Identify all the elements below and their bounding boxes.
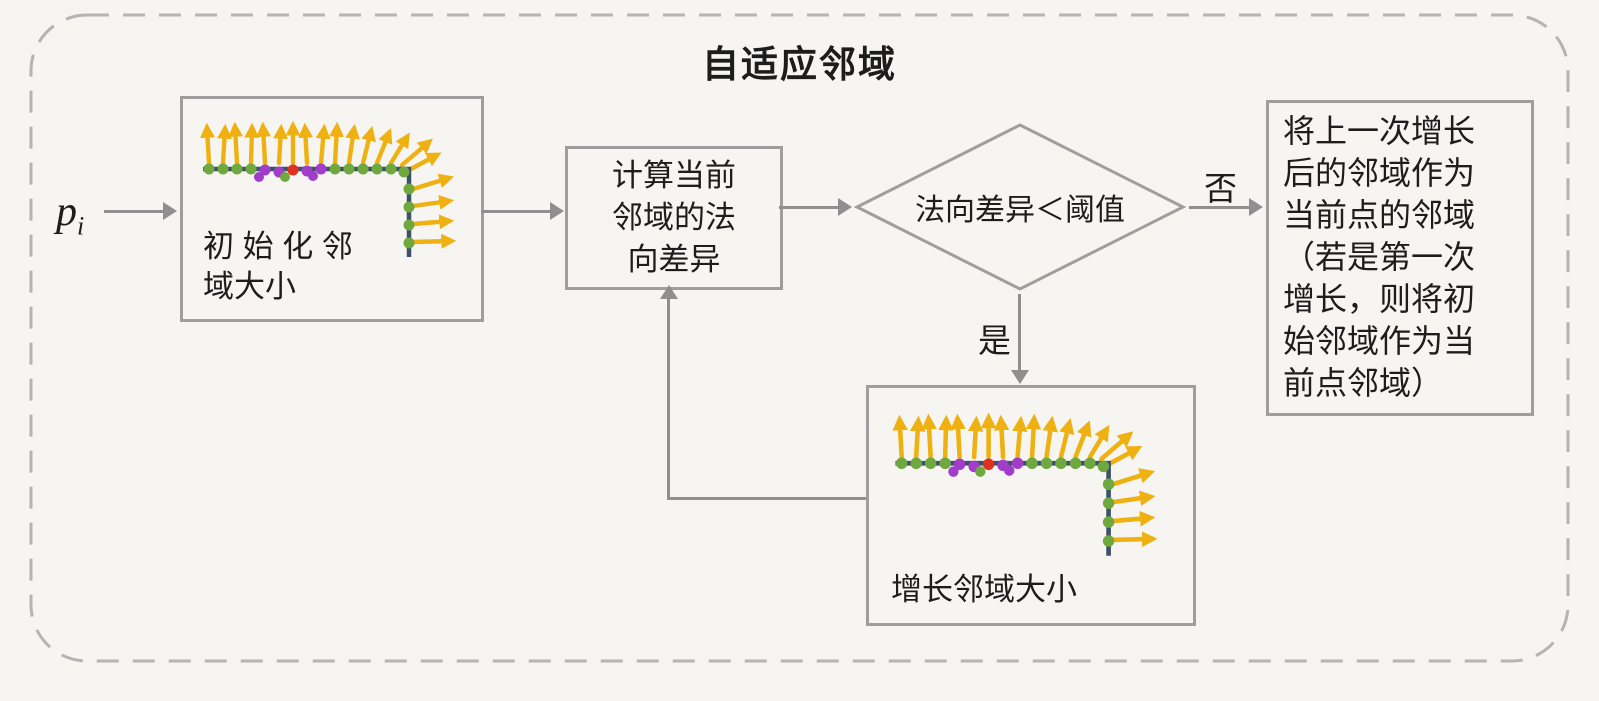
fallback-result-label: 将上一次增长 后的邻域作为 当前点的邻域 （若是第一次 增长，则将初 始邻域作为… (1283, 113, 1476, 401)
arrow-grow-to-compute-hline (667, 497, 866, 500)
arrow-input-to-init-line (104, 210, 164, 213)
compute-normal-difference-label: 计算当前 邻域的法 向差异 (612, 158, 736, 277)
grow-neighborhood-box: 增长邻域大小 (866, 385, 1196, 626)
branch-label-yes: 是 (978, 322, 1011, 359)
arrow-init-to-compute-head (550, 202, 564, 220)
arrow-decision-to-grow-line (1018, 294, 1021, 370)
diagram-title: 自适应邻域 (702, 44, 897, 85)
arrow-grow-to-compute-vline (667, 298, 670, 500)
input-point-subscript: i (77, 211, 85, 241)
decision-diamond-shape (853, 123, 1187, 291)
arrow-grow-to-compute-head (660, 285, 678, 299)
arrow-init-to-compute-line (481, 210, 550, 213)
arrow-decision-to-grow-head (1011, 370, 1029, 384)
decision-label: 法向差异＜阈值 (915, 194, 1125, 227)
input-point-label: pi (56, 188, 84, 241)
input-point-symbol: p (56, 189, 77, 235)
arrow-decision-to-fallback-head (1249, 198, 1263, 216)
decision-diamond: 法向差异＜阈值 (853, 122, 1187, 292)
branch-label-no: 否 (1204, 170, 1237, 207)
init-neighborhood-box: 初 始 化 邻 域大小 (180, 96, 484, 322)
fallback-result-box: 将上一次增长 后的邻域作为 当前点的邻域 （若是第一次 增长，则将初 始邻域作为… (1266, 100, 1534, 416)
init-neighborhood-label: 初 始 化 邻 域大小 (203, 229, 353, 304)
arrow-compute-to-decision-line (779, 206, 838, 209)
arrow-compute-to-decision-head (838, 198, 852, 216)
arrow-input-to-init-head (163, 202, 177, 220)
arrow-decision-to-fallback-line (1189, 206, 1249, 209)
point-cloud-illustration-grow (881, 396, 1181, 562)
grow-neighborhood-label: 增长邻域大小 (891, 572, 1077, 607)
compute-normal-difference-box: 计算当前 邻域的法 向差异 (565, 146, 783, 290)
